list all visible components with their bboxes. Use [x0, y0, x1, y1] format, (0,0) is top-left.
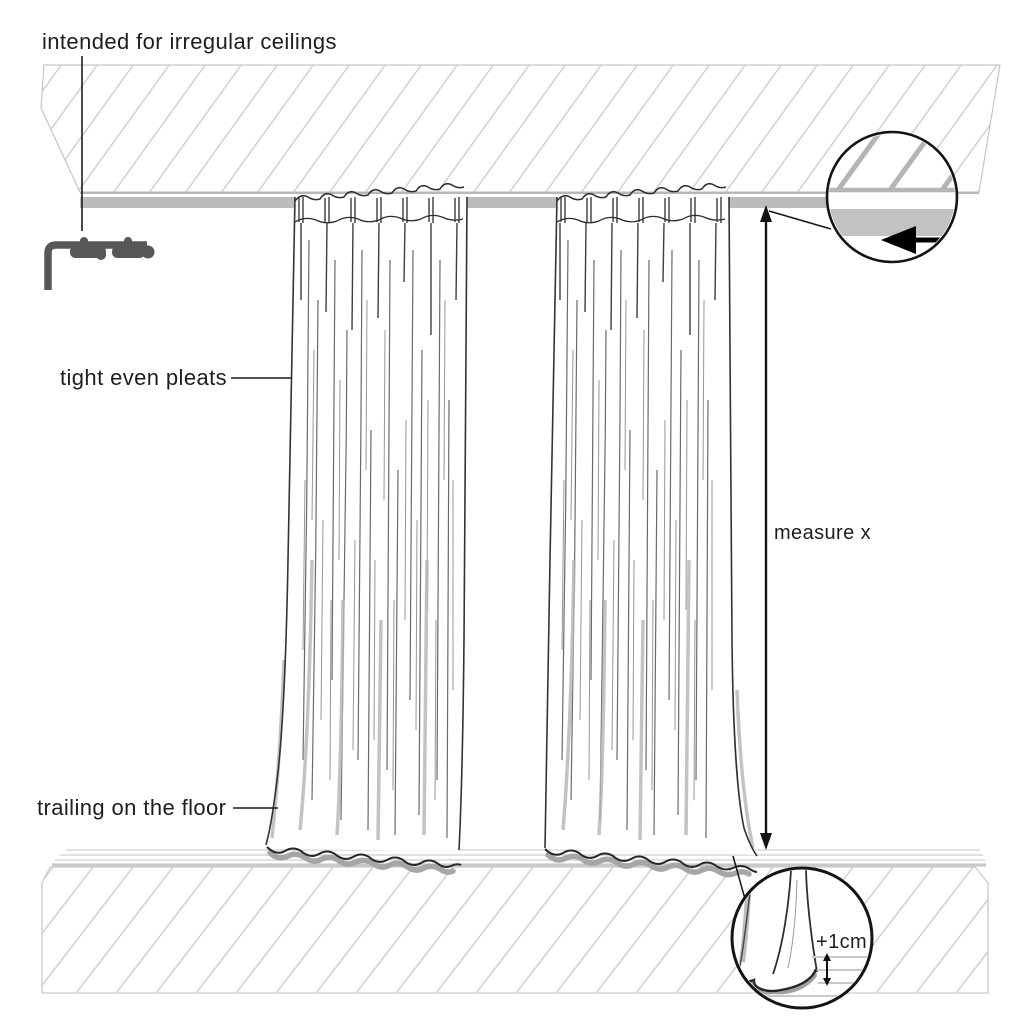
- hem-gap-arrow-icon: [823, 953, 831, 986]
- pleat-header-line: [294, 214, 464, 224]
- measure-arrow-icon: [760, 205, 772, 850]
- label-tight-even-pleats: tight even pleats: [60, 365, 228, 390]
- hem-detail-circle: [730, 866, 874, 1010]
- curtain-panel-right: [544, 182, 758, 878]
- curtain-right-edge: [728, 196, 758, 857]
- label-irregular-ceilings: intended for irregular ceilings: [42, 29, 337, 54]
- magnified-track: [829, 209, 955, 236]
- curtain-shading: [561, 559, 755, 849]
- track-detail-circle: [825, 130, 959, 264]
- pleat-header-top: [294, 182, 465, 202]
- curtain-folds: [300, 222, 458, 839]
- label-measure-x: measure x: [774, 522, 871, 544]
- track-bracket-icon: [44, 237, 155, 290]
- hem-shadow: [267, 850, 456, 875]
- curtain-left-edge: [265, 196, 296, 846]
- label-hem-allowance: +1cm: [816, 931, 868, 953]
- hem-shadow: [545, 852, 752, 878]
- leader-line-track-detail: [768, 210, 832, 230]
- curtain-right-edge: [458, 196, 468, 851]
- leader-line-hem-detail: [732, 855, 746, 900]
- hem-line: [266, 846, 462, 868]
- curtain-panel-left: [265, 182, 468, 875]
- curtain-left-edge: [544, 196, 558, 849]
- pleat-lines: [298, 197, 460, 223]
- label-trailing-on-floor: trailing on the floor: [37, 795, 227, 820]
- hem-line: [544, 848, 758, 873]
